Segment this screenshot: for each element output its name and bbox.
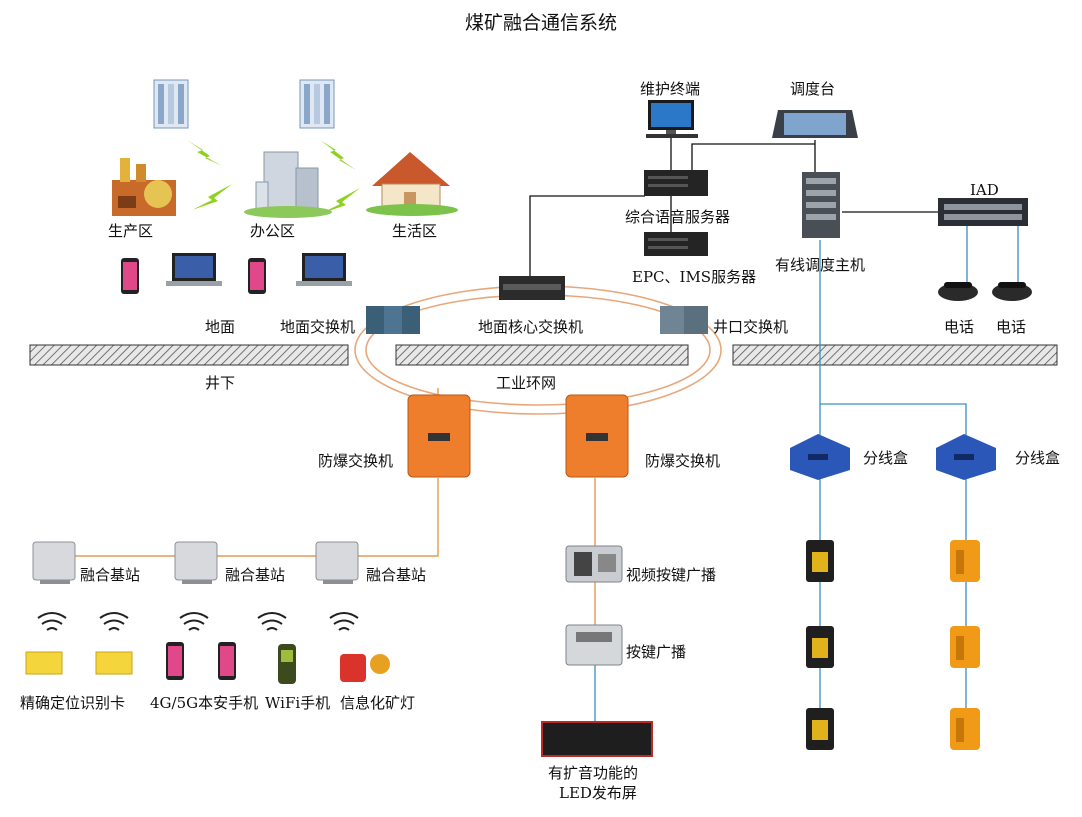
junction-box-icon — [790, 434, 850, 480]
office-area-label: 办公区 — [250, 222, 296, 240]
maintenance-terminal-label: 维护终端 — [640, 80, 701, 98]
core-switch-to-voice-server-line — [529, 195, 645, 276]
smartphone-icon — [248, 258, 266, 294]
office-building-icon — [244, 151, 332, 218]
page-title: 煤矿融合通信系统 — [464, 12, 617, 34]
ground-core-switch-label: 地面核心交换机 — [478, 318, 584, 336]
cell-tower-icon — [153, 79, 189, 129]
explosion-switch-label-2: 防爆交换机 — [645, 452, 721, 470]
cabinet-icon — [802, 172, 840, 238]
video-broadcast-icon — [565, 545, 623, 583]
key-broadcast-label: 按键广播 — [626, 643, 687, 661]
server-to-console-line — [691, 143, 815, 170]
ground-strata-right — [732, 344, 1058, 366]
iad-label: IAD — [970, 181, 999, 199]
key-broadcast-icon — [565, 624, 623, 666]
core-switch-icon — [499, 276, 565, 300]
base-station-label-3: 融合基站 — [366, 566, 427, 584]
monitor-icon — [646, 100, 698, 138]
factory-icon — [112, 158, 176, 216]
server-icon — [644, 170, 708, 196]
desk-phone-icon — [992, 282, 1032, 301]
video-broadcast-label: 视频按键广播 — [626, 566, 717, 584]
lightning-icon — [187, 140, 360, 214]
mine-phone-icon — [806, 540, 834, 582]
underground-label: 井下 — [205, 374, 236, 392]
junction-box-label-1: 分线盒 — [863, 449, 909, 467]
positioning-card-label: 精确定位识别卡 — [20, 694, 126, 712]
wired-dispatch-host-label: 有线调度主机 — [775, 256, 866, 274]
ground-label: 地面 — [205, 318, 236, 336]
industrial-ring-label: 工业环网 — [496, 374, 557, 392]
explosion-switch-label-1: 防爆交换机 — [318, 452, 394, 470]
production-area-label: 生产区 — [108, 222, 154, 240]
trunk-to-junction-2-cable — [820, 403, 967, 435]
living-area-label: 生活区 — [392, 222, 438, 240]
mine-lamp-icon — [340, 654, 390, 682]
explosion-proof-switch-icon — [407, 394, 471, 478]
base-station-icon — [32, 541, 76, 584]
wellhead-switch-icon — [660, 306, 708, 334]
house-icon — [366, 152, 458, 216]
dispatch-console-icon — [772, 110, 858, 138]
junction-box-label-2: 分线盒 — [1015, 449, 1061, 467]
led-screen-label-line2: LED发布屏 — [559, 784, 637, 802]
junction-box-icon — [936, 434, 996, 480]
wifi-phone-label: WiFi手机 — [265, 694, 331, 712]
explosion-switch-1-to-base-stations — [72, 478, 439, 557]
laptop-icon — [296, 253, 352, 286]
base-station-icon — [174, 541, 218, 584]
server-icon — [644, 232, 708, 256]
base-station-icon — [315, 541, 359, 584]
wifi-phone-icon — [278, 644, 296, 684]
mine-phone-icon — [950, 708, 980, 750]
smartphone-icon — [218, 642, 236, 680]
ground-strata-left — [29, 344, 349, 366]
iad-device-icon — [938, 198, 1028, 226]
smartphone-icon — [121, 258, 139, 294]
ground-strata-middle — [395, 344, 689, 366]
phone-label-1: 电话 — [944, 318, 975, 336]
led-screen-icon — [541, 721, 653, 757]
positioning-card-icon — [95, 651, 133, 675]
dispatch-console-label: 调度台 — [790, 80, 836, 98]
positioning-card-icon — [25, 651, 63, 675]
ground-switch-icon — [366, 306, 420, 334]
base-station-label-1: 融合基站 — [80, 566, 141, 584]
mine-phone-icon — [950, 540, 980, 582]
mine-phone-icon — [806, 708, 834, 750]
voice-server-label: 综合语音服务器 — [625, 208, 731, 226]
cell-tower-icon — [299, 79, 335, 129]
laptop-icon — [166, 253, 222, 286]
explosion-proof-switch-icon — [565, 394, 629, 478]
smartphone-icon — [166, 642, 184, 680]
wireless-signal-icon — [37, 612, 359, 631]
mine-phone-icon — [950, 626, 980, 668]
safe-phone-label: 4G/5G本安手机 — [150, 694, 259, 712]
phone-label-2: 电话 — [996, 318, 1027, 336]
ground-switch-label: 地面交换机 — [280, 318, 356, 336]
led-screen-label-line1: 有扩音功能的 — [548, 764, 639, 782]
mine-phone-icon — [806, 626, 834, 668]
base-station-label-2: 融合基站 — [225, 566, 286, 584]
epc-ims-server-label: EPC、IMS服务器 — [632, 268, 757, 286]
mine-lamp-label: 信息化矿灯 — [340, 694, 416, 712]
wellhead-switch-label: 井口交换机 — [713, 318, 789, 336]
desk-phone-icon — [938, 282, 978, 301]
